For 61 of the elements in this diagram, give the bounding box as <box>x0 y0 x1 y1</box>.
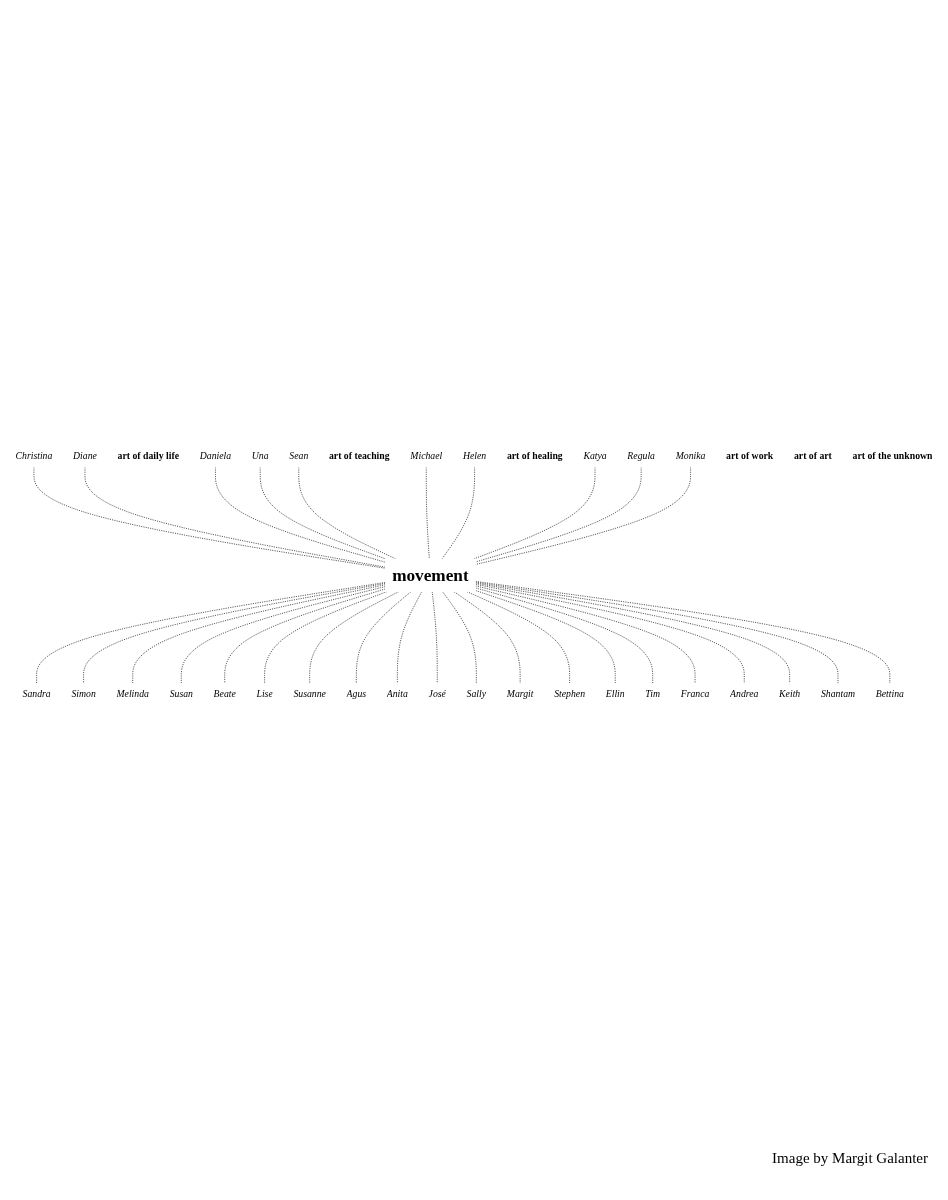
connector <box>442 590 477 684</box>
connector <box>396 590 423 684</box>
node-text: Sandra <box>22 688 51 700</box>
node-text: Susan <box>169 688 193 700</box>
node-text: Shantam <box>820 688 856 700</box>
node-text: Bettina <box>875 688 904 700</box>
connector <box>356 590 412 684</box>
node-text: Margit <box>506 688 534 700</box>
connector <box>475 585 696 684</box>
node-text: Franca <box>680 688 710 700</box>
node-text: art of work <box>726 450 774 462</box>
node-text: Melinda <box>116 688 149 700</box>
node-text: art of healing <box>506 450 563 462</box>
node-text: Lise <box>256 688 273 700</box>
node-text: Stephen <box>554 688 586 700</box>
connector <box>475 587 654 684</box>
node-text: Beate <box>213 688 236 700</box>
node-text: Susanne <box>293 688 326 700</box>
connector <box>224 588 386 684</box>
connector <box>453 590 521 684</box>
node-text: Ellin <box>605 688 625 700</box>
node-text: Regula <box>627 450 655 462</box>
node-text: Diane <box>73 450 97 462</box>
connector <box>475 466 642 563</box>
credit-text: Image by Margit Galanter <box>771 1150 928 1167</box>
node-text: Una <box>251 450 269 462</box>
node-text: Agus <box>346 688 367 700</box>
connector <box>425 466 430 559</box>
connector <box>475 466 691 565</box>
node-text: Katya <box>583 450 607 462</box>
connector <box>441 466 475 559</box>
node-text: Daniela <box>199 450 232 462</box>
connector <box>309 590 400 684</box>
node-text: art of daily life <box>117 450 180 462</box>
node-text: Anita <box>386 688 408 700</box>
connector <box>473 466 596 559</box>
connector <box>33 466 386 569</box>
connector <box>466 590 570 684</box>
node-text: Sally <box>466 688 487 700</box>
connector <box>132 584 386 684</box>
connector <box>84 466 386 568</box>
connector <box>180 585 386 684</box>
node-text: Tim <box>645 688 661 700</box>
connector <box>215 466 386 563</box>
node-text: Andrea <box>730 688 759 700</box>
node-text: art of art <box>793 450 832 462</box>
node-text: Helen <box>462 450 487 462</box>
connector <box>264 590 388 684</box>
connector <box>259 466 387 559</box>
node-text: art of the unknown <box>852 450 933 462</box>
connector <box>475 589 616 684</box>
connector <box>475 583 745 684</box>
node-text: Monika <box>675 450 706 462</box>
node-text: art of teaching <box>328 450 390 462</box>
node-text: Christina <box>15 450 53 462</box>
node-text: Simon <box>71 688 96 700</box>
connector <box>431 590 438 684</box>
node-text: José <box>428 688 446 700</box>
node-text: Michael <box>410 450 443 462</box>
node-text: Sean <box>289 450 309 462</box>
node-text: Keith <box>779 688 801 700</box>
